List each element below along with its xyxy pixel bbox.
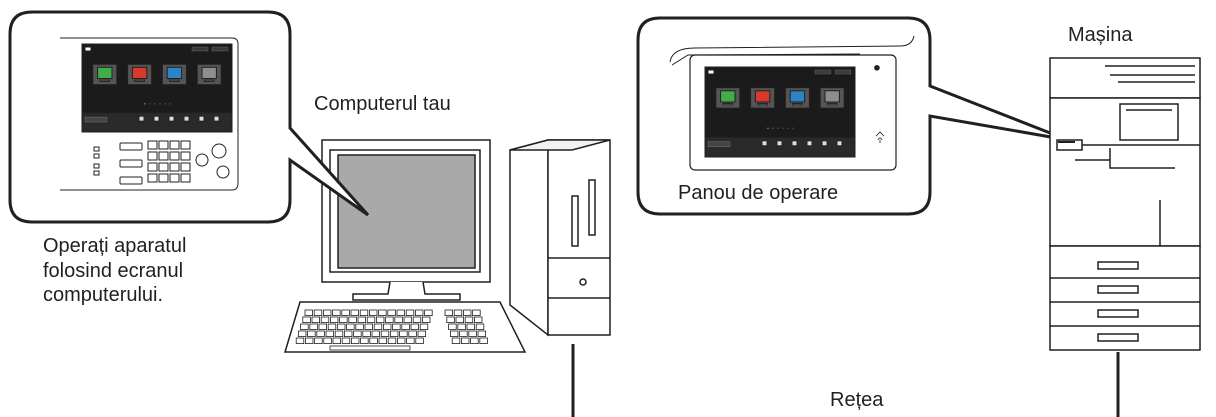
computer-tower (509, 139, 611, 337)
right-callout: ⊕ (636, 16, 1069, 216)
svg-text:⊕: ⊕ (874, 65, 880, 72)
panel-label: Panou de operare (678, 182, 838, 204)
network-label: Rețea (830, 389, 884, 411)
left-callout (8, 10, 370, 224)
callout-printer-panel (60, 37, 239, 191)
left-screen-content (81, 46, 233, 133)
keyboard-keys (295, 309, 488, 351)
nfc-icon (875, 131, 885, 143)
instruction-line-2: folosind ecranul (43, 260, 183, 282)
right-screen-content (704, 69, 856, 158)
instruction-line-3: computerului. (43, 284, 163, 306)
callout-operation-panel: ⊕ (669, 35, 915, 171)
computer-monitor (321, 139, 491, 301)
network-lines (571, 344, 1120, 417)
mfp-machine (1049, 57, 1201, 351)
monitor-screen (337, 154, 476, 269)
computer-keyboard (283, 301, 527, 353)
computer-label: Computerul tau (314, 93, 451, 115)
machine-label: Mașina (1068, 24, 1133, 46)
instruction-line-1: Operați aparatul (43, 235, 186, 257)
